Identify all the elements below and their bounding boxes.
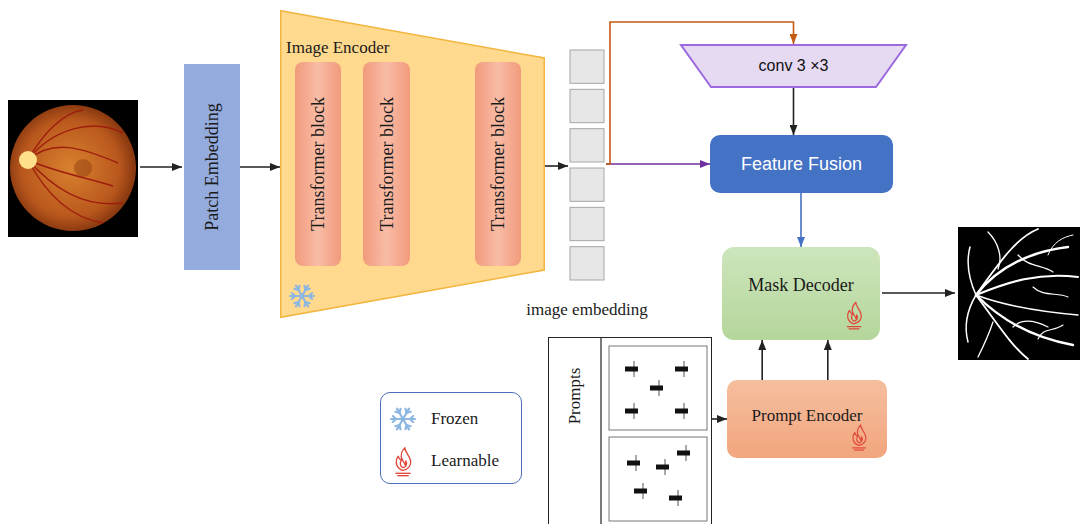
connector-arrow: [712, 418, 727, 420]
transformer-block: Transformer block: [363, 62, 410, 266]
node-label: Transformer block: [308, 97, 329, 231]
transformer-block: Transformer block: [295, 62, 341, 266]
decoder-box: Mask Decoder: [722, 247, 880, 340]
learnable-icon: [852, 425, 866, 450]
frozen-icon: [290, 286, 314, 307]
prompt-encoder-box: Prompt Encoder: [727, 380, 887, 458]
node-shape: [549, 338, 713, 524]
node-label: conv 3 ×3: [759, 57, 829, 75]
legend-row: Frozen: [381, 399, 521, 439]
node-label: Transformer block: [376, 97, 397, 231]
fundus-image: [8, 100, 138, 237]
conv-trapezoid: conv 3 ×3: [680, 44, 907, 88]
connector-arrow: [793, 88, 795, 135]
embedding-column: image embedding: [568, 48, 606, 284]
node-label: Transformer block: [488, 97, 509, 231]
connector-arrow: [240, 166, 280, 168]
connector-arrow: [800, 193, 802, 247]
node-label: Mask Decoder: [748, 275, 853, 296]
node-label: image embedding: [526, 300, 647, 320]
legend-icon: [387, 399, 419, 439]
vessel-mask: [958, 227, 1080, 360]
transformer-block: Transformer block: [475, 62, 521, 266]
connector-arrow: [545, 165, 568, 167]
legend-label: Learnable: [431, 451, 499, 471]
node-label: Image Encoder: [286, 38, 389, 58]
input-arrow: [140, 166, 182, 168]
learnable-icon: [395, 448, 410, 476]
legend-label: Frozen: [431, 409, 478, 429]
learnable-icon: [847, 302, 862, 329]
prompts-panel: Prompts: [548, 337, 712, 524]
node-label: Prompts: [565, 368, 585, 425]
connector-arrow: [827, 340, 829, 380]
legend-row: Learnable: [381, 441, 521, 481]
node-shape: [568, 48, 606, 284]
fusion-box: Feature Fusion: [710, 135, 893, 193]
encoder-trapezoid: Image EncoderTransformer block Transforme…: [280, 10, 545, 318]
frozen-icon: [391, 409, 415, 430]
patch-embedding-box: Patch Embedding: [184, 64, 240, 270]
legend-box: FrozenLearnable: [380, 392, 522, 484]
node-label: Feature Fusion: [741, 154, 862, 175]
node-label: Prompt Encoder: [752, 406, 863, 426]
node-label: Patch Embedding: [202, 103, 223, 230]
connector-arrow: [606, 163, 710, 165]
connector-arrow: [761, 340, 763, 380]
legend-icon: [387, 441, 419, 481]
output-arrow: [882, 292, 955, 294]
